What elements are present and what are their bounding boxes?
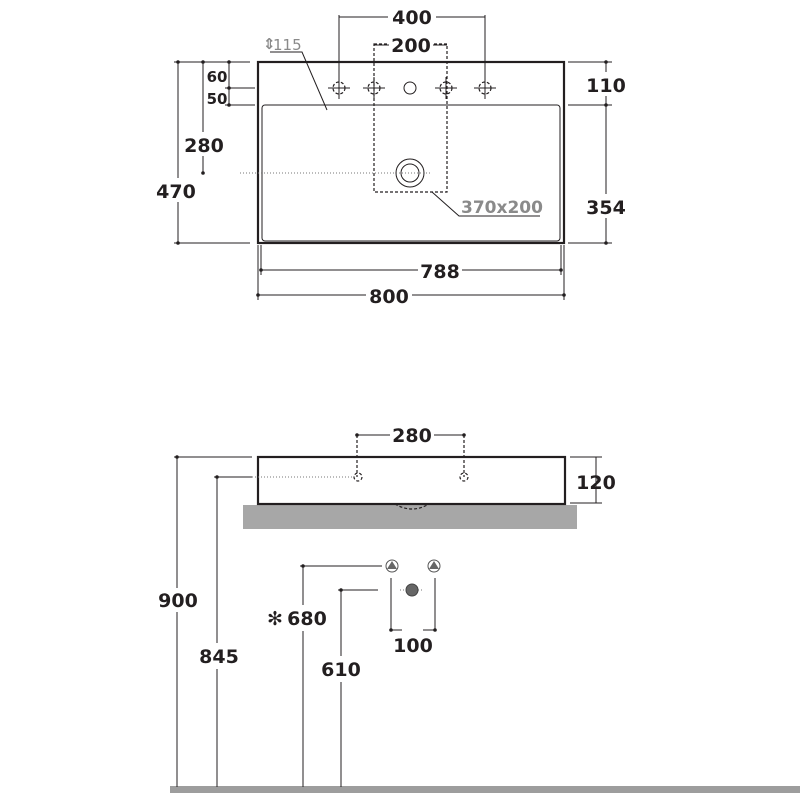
dim-tap-spacing-outer: 400 <box>392 7 432 29</box>
dim-tap-spacing: 280 <box>392 425 432 447</box>
tap-hole-icon <box>459 472 469 482</box>
dim-tap-height: 845 <box>199 646 239 668</box>
dim-deck-thickness: 115 <box>273 36 302 54</box>
dim-drain-from-back: 280 <box>184 135 224 157</box>
plan-view: 400 200 ⇕ 115 370x200 470 280 60 50 1 <box>156 6 629 308</box>
deck-thickness-arrow-icon: ⇕ <box>263 35 276 53</box>
floor <box>170 786 800 793</box>
dim-supply-spacing: 100 <box>393 635 433 657</box>
basin-side-outline <box>256 455 567 506</box>
dim-deck-depth: 110 <box>586 75 626 97</box>
basin-outline <box>256 60 566 245</box>
dim-basin-depth: 354 <box>586 197 626 219</box>
dim-inner-width: 788 <box>420 261 460 283</box>
overflow-hole-icon <box>403 81 417 95</box>
dim-60: 60 <box>207 68 228 86</box>
dim-waste-height: 610 <box>321 659 361 681</box>
supply-valve-icon <box>427 559 441 573</box>
dim-depth-total: 470 <box>156 181 196 203</box>
dim-supply-height: 680 <box>287 608 327 630</box>
dim-overall-width: 800 <box>369 286 409 308</box>
dim-top-height: 900 <box>158 590 198 612</box>
dim-50: 50 <box>207 90 228 108</box>
dim-tap-spacing-inner: 200 <box>391 35 431 57</box>
dim-cutout-size: 370x200 <box>461 198 543 218</box>
elevation-view: 280 120 900 845 ✻ 680 610 <box>158 424 800 793</box>
waste-outlet-icon <box>400 583 424 597</box>
supply-valve-icon <box>385 559 399 573</box>
dim-basin-height: 120 <box>576 472 616 494</box>
supply-note-asterisk: ✻ <box>267 608 283 630</box>
